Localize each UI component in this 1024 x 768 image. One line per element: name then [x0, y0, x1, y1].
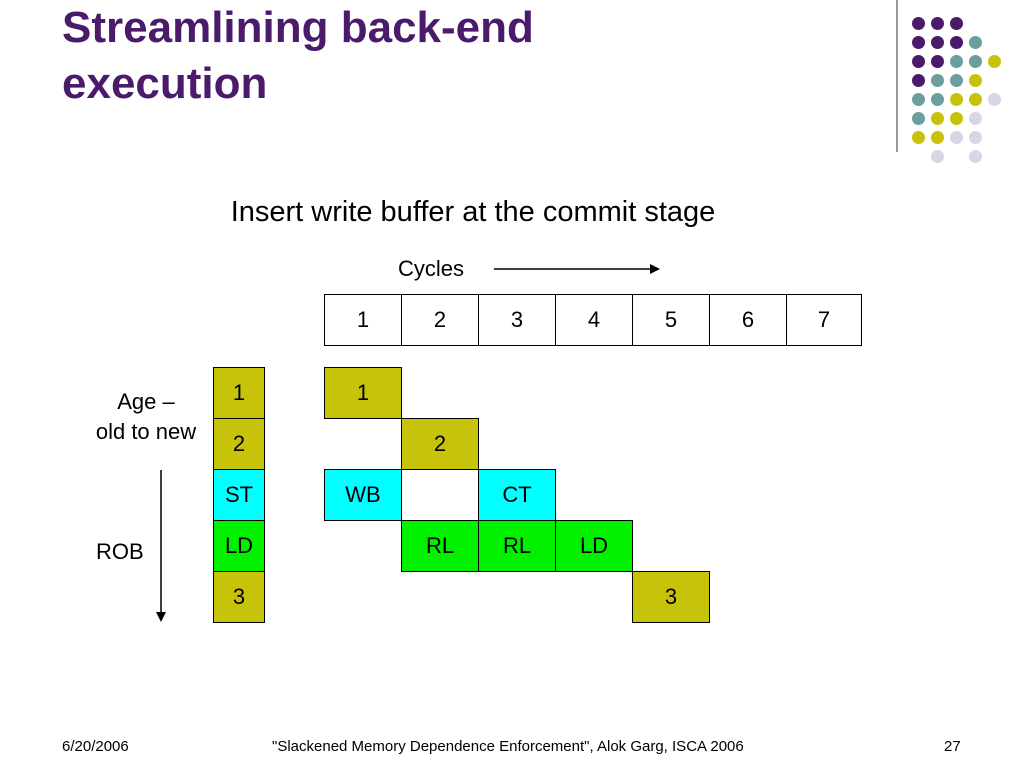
- rob-direction-arrow-icon: [156, 470, 166, 622]
- rob-entry: 3: [213, 571, 265, 623]
- timeline-cell-empty: [401, 469, 479, 521]
- slide-title-line-1: Streamlining back-end: [62, 3, 534, 52]
- cycle-header-cell: 3: [478, 294, 556, 346]
- cycle-header-cell: 2: [401, 294, 479, 346]
- cycle-header-cell: 6: [709, 294, 787, 346]
- decorative-dot: [912, 55, 925, 68]
- decorative-dot: [931, 131, 944, 144]
- age-label: Age – old to new: [82, 387, 210, 447]
- decorative-dot: [988, 55, 1001, 68]
- timeline-cell: CT: [478, 469, 556, 521]
- timeline-cell: WB: [324, 469, 402, 521]
- footer-citation: "Slackened Memory Dependence Enforcement…: [272, 738, 744, 755]
- decorative-dot: [950, 17, 963, 30]
- decorative-dot: [950, 112, 963, 125]
- decorative-dot: [950, 55, 963, 68]
- decorative-divider: [896, 0, 898, 152]
- slide-title: Streamlining back-end execution: [62, 0, 862, 112]
- decorative-dot: [912, 112, 925, 125]
- age-label-line-2: old to new: [95, 419, 197, 444]
- decorative-dot: [988, 93, 1001, 106]
- age-label-line-1: Age –: [117, 389, 175, 414]
- decorative-dot: [950, 36, 963, 49]
- decorative-dot: [969, 55, 982, 68]
- decorative-dot: [969, 93, 982, 106]
- rob-entry: 2: [213, 418, 265, 470]
- decorative-dot: [969, 131, 982, 144]
- cycles-label: Cycles: [398, 256, 465, 281]
- cycle-header-cell: 1: [324, 294, 402, 346]
- decorative-dot: [950, 93, 963, 106]
- timeline-cell: RL: [478, 520, 556, 572]
- decorative-dot: [969, 74, 982, 87]
- decorative-dot: [969, 36, 982, 49]
- decorative-dot: [931, 93, 944, 106]
- cycle-header-cell: 7: [786, 294, 862, 346]
- rob-entry: LD: [213, 520, 265, 572]
- decorative-dot: [912, 36, 925, 49]
- timeline-cell: RL: [401, 520, 479, 572]
- decorative-dot: [912, 17, 925, 30]
- decorative-dot: [969, 112, 982, 125]
- cycles-arrow-icon: [494, 264, 660, 274]
- footer-date: 6/20/2006: [62, 738, 129, 755]
- decorative-dot: [931, 17, 944, 30]
- footer-page-number: 27: [944, 738, 961, 755]
- timeline-cell: 2: [401, 418, 479, 470]
- decorative-dot: [931, 150, 944, 163]
- decorative-dot: [931, 36, 944, 49]
- decorative-dot: [969, 150, 982, 163]
- timeline-cell: 1: [324, 367, 402, 419]
- cycle-header-cell: 5: [632, 294, 710, 346]
- rob-entry: 1: [213, 367, 265, 419]
- decorative-dot: [931, 55, 944, 68]
- decorative-dot: [950, 131, 963, 144]
- decorative-dot: [931, 74, 944, 87]
- cycle-header-cell: 4: [555, 294, 633, 346]
- timeline-cell: 3: [632, 571, 710, 623]
- decorative-dot: [931, 112, 944, 125]
- decorative-dot: [950, 74, 963, 87]
- rob-label: ROB: [96, 539, 144, 564]
- decorative-dot: [912, 74, 925, 87]
- slide-title-line-2: execution: [62, 59, 268, 108]
- rob-entry: ST: [213, 469, 265, 521]
- decorative-dot: [912, 131, 925, 144]
- timeline-cell: LD: [555, 520, 633, 572]
- decorative-dot: [912, 93, 925, 106]
- diagram-subtitle: Insert write buffer at the commit stage: [230, 196, 716, 228]
